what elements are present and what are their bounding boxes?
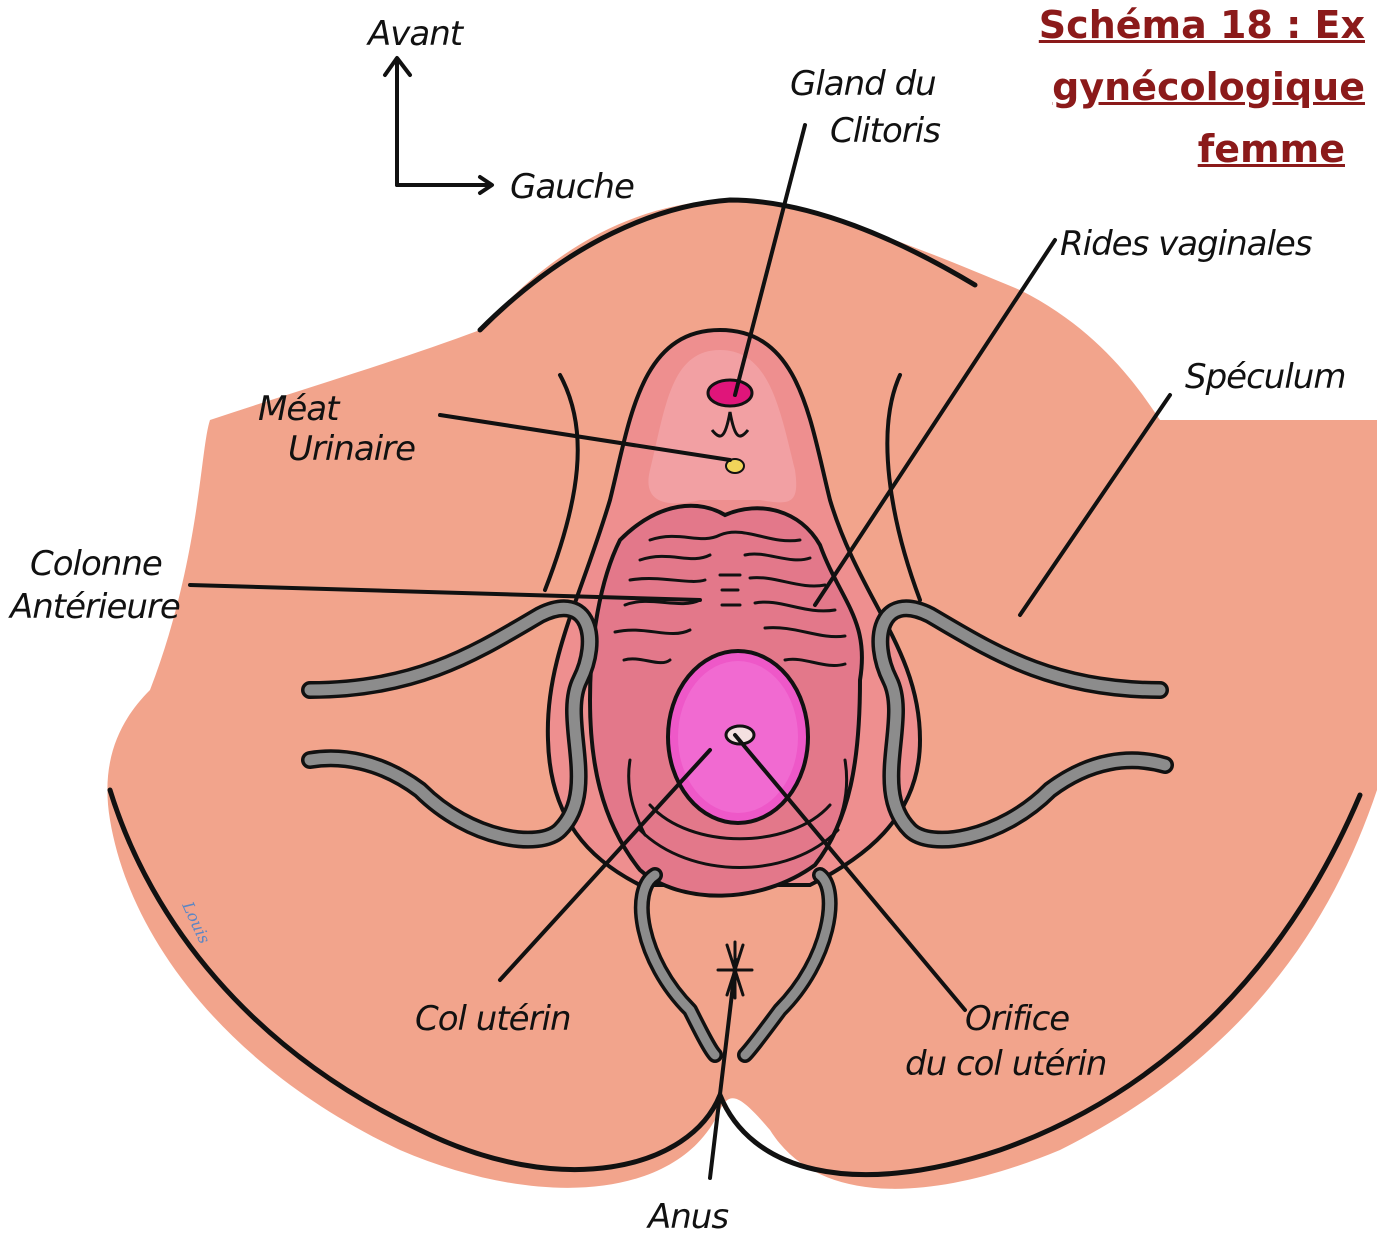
label-urinary-meatus-1: Méat [258, 389, 341, 429]
label-front: Avant [366, 14, 465, 54]
label-anterior-column-2: Antérieure [8, 587, 180, 627]
title-line-1: Schéma 18 : Ex [1005, 0, 1365, 56]
label-cervix: Col utérin [415, 999, 571, 1039]
label-clitoris-glans-1: Gland du [790, 64, 936, 104]
label-vaginal-rugae: Rides vaginales [1060, 224, 1312, 264]
label-cervical-os-1: Orifice [965, 999, 1069, 1039]
label-urinary-meatus-2: Urinaire [288, 429, 415, 469]
label-anterior-column-1: Colonne [30, 544, 162, 584]
label-left: Gauche [510, 167, 634, 207]
label-clitoris-glans-2: Clitoris [830, 111, 940, 151]
orientation-arrows [385, 58, 492, 193]
label-speculum: Spéculum [1185, 357, 1345, 397]
label-cervical-os-2: du col utérin [905, 1044, 1106, 1084]
diagram-title: Schéma 18 : Ex gynécologique femme [1005, 0, 1365, 180]
label-anus: Anus [646, 1197, 728, 1237]
clitoris-glans [708, 380, 752, 406]
title-line-3: femme [1005, 118, 1365, 180]
title-line-2: gynécologique [1005, 56, 1365, 118]
